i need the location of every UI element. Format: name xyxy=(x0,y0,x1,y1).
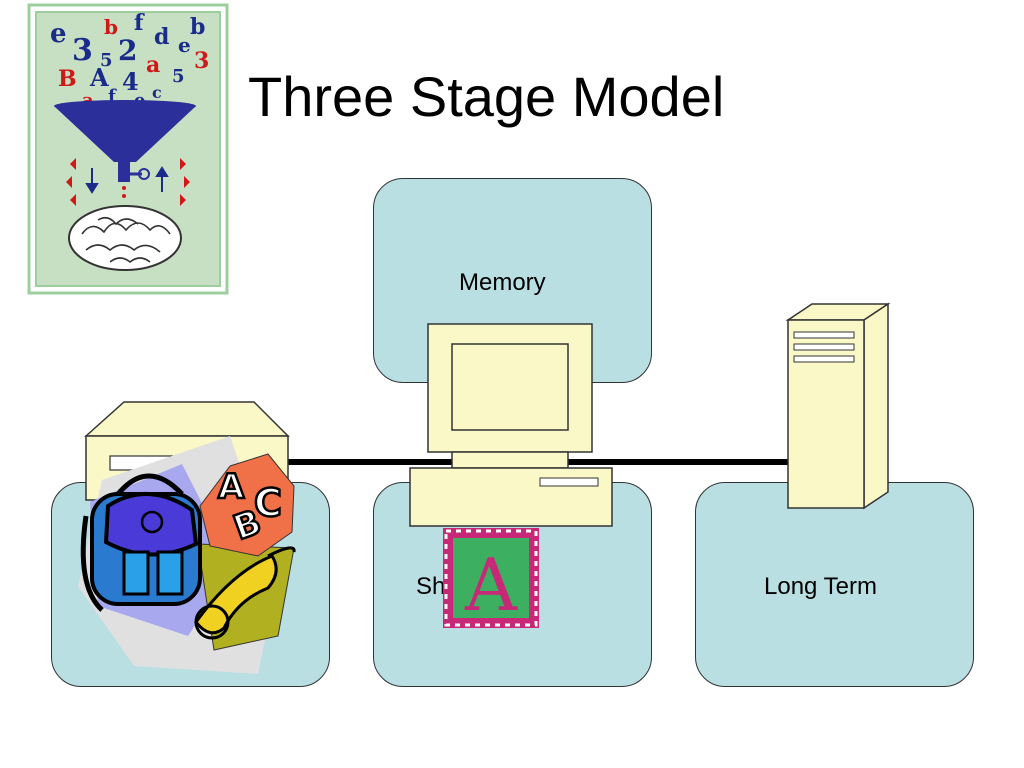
svg-text:4: 4 xyxy=(122,67,139,96)
svg-text:a: a xyxy=(146,52,160,78)
long-term-box: Long Term xyxy=(695,482,974,687)
slide-title: Three Stage Model xyxy=(248,65,725,128)
svg-text:b: b xyxy=(190,14,205,40)
svg-text:b: b xyxy=(104,15,118,39)
memory-label: Memory xyxy=(459,269,546,296)
long-term-label: Long Term xyxy=(764,573,877,600)
svg-text:d: d xyxy=(154,24,169,50)
svg-text:A: A xyxy=(464,543,518,627)
letter-a-stamp-clipart: A xyxy=(443,528,539,628)
svg-text:3: 3 xyxy=(72,33,93,68)
svg-text:C: C xyxy=(254,481,282,525)
tower-server-clipart xyxy=(785,302,891,510)
svg-text:c: c xyxy=(152,83,162,102)
svg-text:e: e xyxy=(178,33,191,57)
desktop-computer-clipart xyxy=(409,323,613,527)
svg-text:f: f xyxy=(108,86,117,107)
svg-text:3: 3 xyxy=(194,48,209,74)
svg-text:5: 5 xyxy=(100,50,113,71)
svg-text:f: f xyxy=(134,10,145,36)
memory-box: Memory xyxy=(373,178,652,383)
svg-text:B: B xyxy=(58,66,77,92)
svg-text:2: 2 xyxy=(118,34,137,67)
svg-text:5: 5 xyxy=(172,66,185,87)
funnel-letters-brain-clipart: e 3 b f d e b 3 2 5 A B a 5 4 a f e c xyxy=(27,3,229,295)
svg-text:A: A xyxy=(89,63,109,92)
svg-text:A: A xyxy=(218,467,245,507)
backpack-school-clipart: A C B xyxy=(78,436,296,674)
svg-text:e: e xyxy=(50,19,67,49)
